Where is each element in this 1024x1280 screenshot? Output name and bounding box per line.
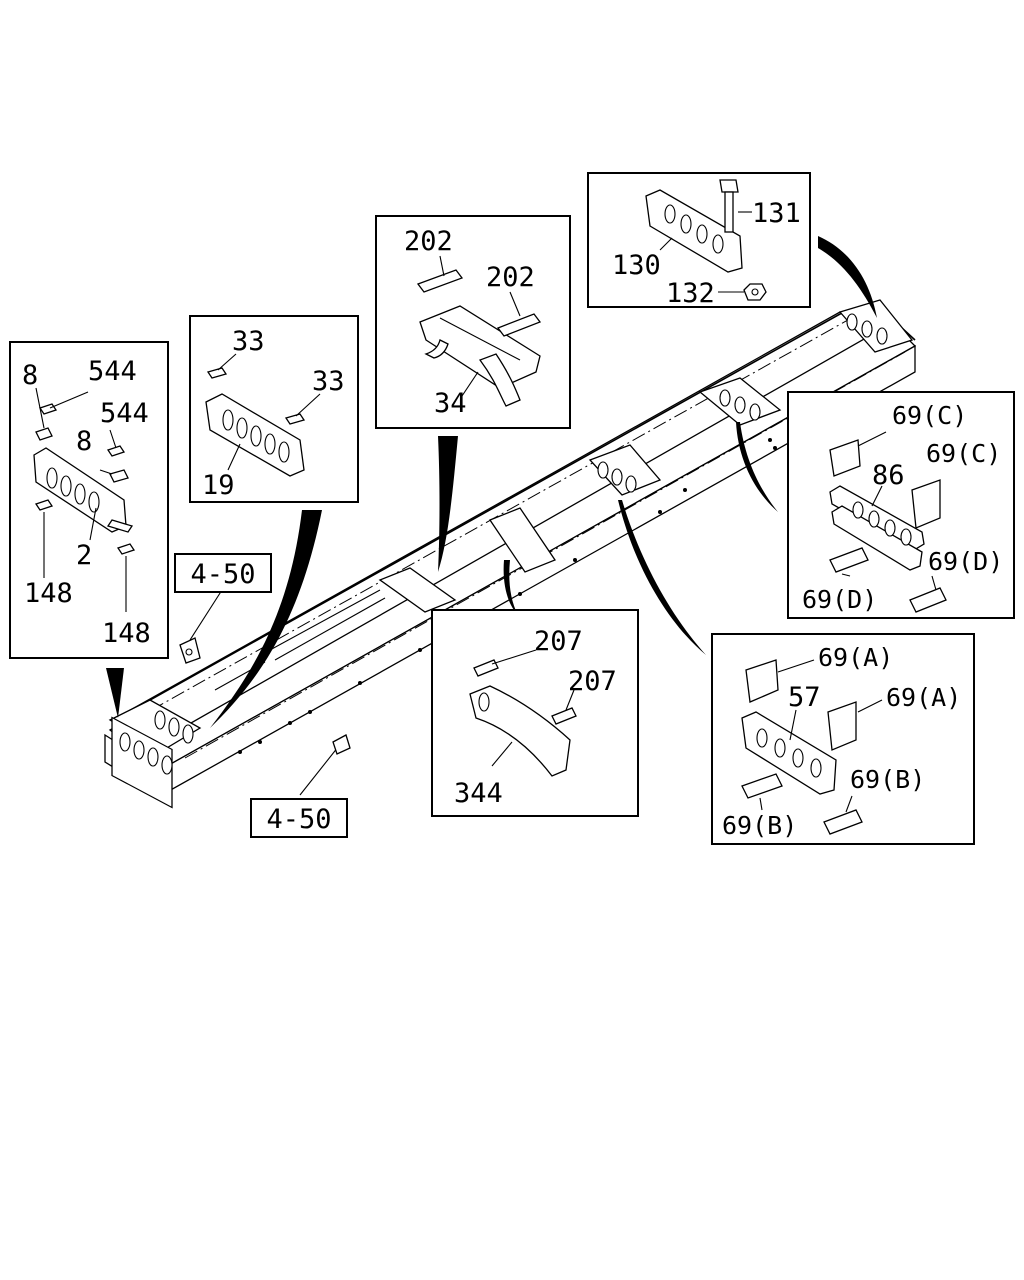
crossmember-2 <box>33 447 134 533</box>
callout-202b: 202 <box>486 262 535 293</box>
callout-34: 34 <box>434 388 467 419</box>
callout-69a-1: 69(A) <box>818 643 893 672</box>
callout-69c-2: 69(C) <box>926 439 1001 468</box>
plate-207b <box>551 707 577 725</box>
ref-4-50-top-label: 4-50 <box>190 559 255 590</box>
plate-69a-1 <box>745 659 779 703</box>
chassis-frame <box>104 299 917 809</box>
callout-148a: 148 <box>24 578 73 609</box>
callout-69a-2: 69(A) <box>886 683 961 712</box>
crossmember-34 <box>419 305 541 407</box>
crossmember-19 <box>205 393 305 477</box>
front-crossmember <box>111 710 194 809</box>
crossmember-57 <box>741 711 837 795</box>
callout-69b-1: 69(B) <box>722 811 797 840</box>
plate-33a <box>206 367 228 379</box>
callout-132: 132 <box>666 278 715 309</box>
crossmember-344 <box>469 685 571 777</box>
crossmember-130 <box>645 189 743 273</box>
callout-544b: 544 <box>100 398 149 429</box>
plate-69d-2 <box>909 587 947 613</box>
callout-148b: 148 <box>102 618 151 649</box>
plate-69c-2 <box>911 479 941 529</box>
nut-132 <box>743 283 767 301</box>
callout-207b: 207 <box>568 666 617 697</box>
callout-69b-2: 69(B) <box>850 765 925 794</box>
detail-box-crossmember-86: 69(C) 69(C) 86 69(D) 69(D) <box>787 391 1015 619</box>
plate-202b <box>496 313 542 337</box>
plate-148b <box>116 543 136 555</box>
callout-57: 57 <box>788 682 821 713</box>
ref-4-50-top[interactable]: 4-50 <box>174 553 272 593</box>
callout-131: 131 <box>752 198 801 229</box>
callout-8a: 8 <box>22 360 38 391</box>
callout-544a: 544 <box>88 356 137 387</box>
plate-544a <box>38 403 58 415</box>
callout-207a: 207 <box>534 626 583 657</box>
callout-130: 130 <box>612 250 661 281</box>
ref-4-50-bottom[interactable]: 4-50 <box>250 798 348 838</box>
leader-arrows <box>106 236 877 796</box>
callout-69c-1: 69(C) <box>892 401 967 430</box>
callout-8b: 8 <box>76 426 92 457</box>
callout-2: 2 <box>76 540 92 571</box>
detail-box-crossmember-57: 69(A) 69(A) 57 69(B) 69(B) <box>711 633 975 845</box>
detail-box-crossmember-19: 33 33 19 <box>189 315 359 503</box>
plate-69a-2 <box>827 701 857 751</box>
detail-box-crossmember-130: 131 130 132 <box>587 172 811 309</box>
ref-4-50-bottom-label: 4-50 <box>266 804 331 835</box>
callout-69d-1: 69(D) <box>802 585 877 614</box>
callout-33a: 33 <box>232 326 265 357</box>
crossmember-86 <box>829 485 925 571</box>
plate-8b <box>109 469 129 483</box>
plate-69c-1 <box>829 439 861 477</box>
plate-69b-2 <box>823 809 863 835</box>
bolt-131 <box>719 179 739 233</box>
callout-69d-2: 69(D) <box>928 547 1003 576</box>
plate-33b <box>284 413 306 425</box>
callout-19: 19 <box>202 470 235 501</box>
plate-69d-1 <box>829 547 869 573</box>
plate-69b-1 <box>741 773 783 799</box>
callout-202a: 202 <box>404 226 453 257</box>
callout-344: 344 <box>454 778 503 809</box>
callout-33b: 33 <box>312 366 345 397</box>
detail-box-crossmember-344: 207 207 344 <box>431 609 639 817</box>
bracket-4-50-b <box>332 734 351 755</box>
detail-box-crossmember-34: 202 202 34 <box>375 215 571 429</box>
plate-148a <box>34 499 54 511</box>
detail-box-front-crossmember: 8 544 544 8 2 148 148 <box>9 341 169 659</box>
bracket-4-50-a <box>179 637 201 664</box>
plate-8a <box>35 427 53 441</box>
callout-86: 86 <box>872 460 905 491</box>
